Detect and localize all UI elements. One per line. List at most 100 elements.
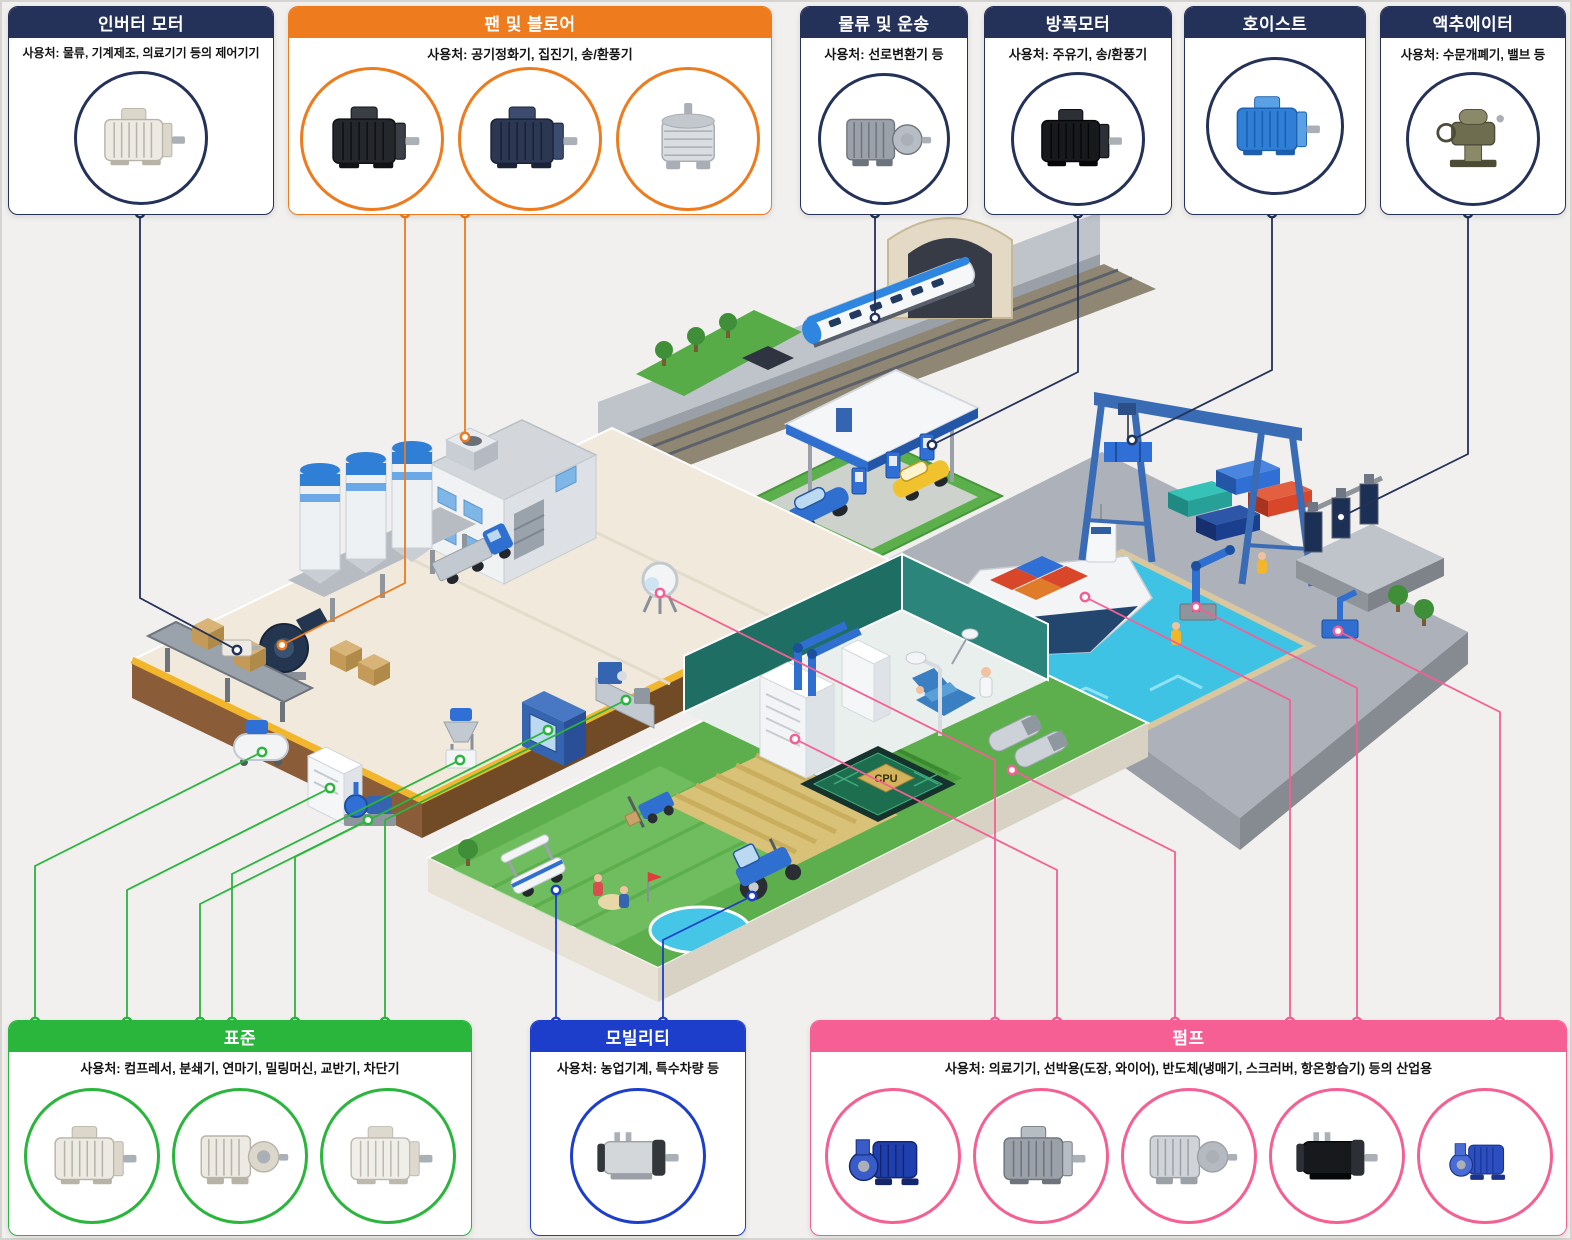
cooling-fan-motor-photo bbox=[616, 66, 760, 211]
panel-standard: 표준 사용처: 컴프레서, 분쇄기, 연마기, 밀링머신, 교반기, 차단기 bbox=[8, 1020, 472, 1236]
blower-motor-black-icon bbox=[317, 99, 427, 177]
golfers bbox=[593, 872, 662, 908]
tree-golf bbox=[458, 839, 478, 866]
actuator-motor-icon bbox=[1422, 102, 1524, 175]
line-standard-6 bbox=[384, 699, 627, 1022]
panel-fan-blower: 팬 및 블로어 사용처: 공기정화기, 집진기, 송/환풍기 bbox=[288, 6, 772, 215]
line-pump-5 bbox=[1195, 606, 1358, 1022]
truck bbox=[432, 523, 513, 585]
line-mobility-2 bbox=[662, 895, 753, 1022]
pump-motor-compact-icon bbox=[1443, 1127, 1526, 1186]
rail-switch-gear-motor-icon bbox=[834, 103, 935, 174]
explosion-proof-motor-photo bbox=[1011, 71, 1145, 206]
dock-workers bbox=[1171, 552, 1267, 645]
pump-motor-alloy-icon bbox=[1137, 1119, 1241, 1193]
panel-mobility-usage: 사용처: 농업기계, 특수차량 등 bbox=[556, 1061, 720, 1076]
train bbox=[802, 256, 976, 348]
panel-fan-blower-usage: 사용처: 공기정화기, 집진기, 송/환풍기 bbox=[427, 47, 633, 62]
panel-logistics-title: 물류 및 운송 bbox=[801, 7, 967, 38]
panel-explosion-proof-motors bbox=[985, 63, 1171, 214]
pump-motor-blue-icon bbox=[841, 1119, 945, 1193]
panel-pump-usage: 사용처: 의료기기, 선박용(도장, 와이어), 반도체(냉매기, 스크러버, … bbox=[944, 1061, 1433, 1076]
trees-port bbox=[1388, 585, 1434, 626]
panel-fan-blower-motors bbox=[289, 63, 771, 214]
pipes-blue bbox=[793, 621, 862, 696]
connector-lines bbox=[34, 213, 1501, 1022]
line-actuator bbox=[1340, 213, 1469, 518]
car-yellow bbox=[892, 460, 950, 501]
vacuum-pumps bbox=[988, 714, 1069, 768]
pump-motor-gray-icon bbox=[989, 1119, 1093, 1193]
panel-mobility: 모빌리티 사용처: 농업기계, 특수차량 등 bbox=[530, 1020, 746, 1236]
panel-inverter: 인버터 모터 사용처: 물류, 기계제조, 의료기기 등의 제어기기 bbox=[8, 6, 274, 215]
line-standard-3 bbox=[199, 819, 369, 1022]
pump-motor-black-icon bbox=[1285, 1119, 1389, 1193]
cpu-board: CPU bbox=[800, 746, 956, 822]
explosion-proof-motor-icon bbox=[1027, 102, 1129, 175]
pump-motor-gray-photo bbox=[972, 1088, 1109, 1224]
water-gates bbox=[1296, 474, 1444, 612]
hoist-motor-photo bbox=[1206, 57, 1344, 195]
rail-switch-gear-motor-photo bbox=[818, 72, 950, 205]
panel-standard-motors bbox=[9, 1077, 471, 1235]
line-standard-5 bbox=[294, 729, 549, 1022]
cooling-fan-motor-icon bbox=[633, 99, 743, 177]
pump-motor-alloy-photo bbox=[1120, 1088, 1257, 1224]
blower-motor-navy-icon bbox=[475, 99, 585, 177]
panel-inverter-motors bbox=[9, 61, 273, 214]
pump-motor-compact-photo bbox=[1416, 1088, 1553, 1224]
panel-pump: 펌프 사용처: 의료기기, 선박용(도장, 와이어), 반도체(냉매기, 스크러… bbox=[810, 1020, 1567, 1236]
line-pump-2 bbox=[794, 738, 1058, 1022]
medical-cabinet bbox=[840, 639, 892, 723]
panel-inverter-usage: 사용처: 물류, 기계제조, 의료기기 등의 제어기기 bbox=[22, 46, 260, 60]
panel-hoist-title: 호이스트 bbox=[1185, 7, 1365, 38]
standard-motor-2-photo bbox=[172, 1088, 308, 1224]
panel-explosion-proof-usage: 사용처: 주유기, 송/환풍기 bbox=[1008, 47, 1148, 62]
panel-actuator: 액추에이터 사용처: 수문개폐기, 밸브 등 bbox=[1380, 6, 1566, 215]
panel-fan-blower-title: 팬 및 블로어 bbox=[289, 7, 771, 38]
mobility-dc-motor-icon bbox=[586, 1119, 690, 1193]
line-pump-6 bbox=[1337, 630, 1501, 1022]
line-standard-1 bbox=[34, 751, 263, 1022]
cpu-chip-label: CPU bbox=[874, 773, 897, 785]
standard-motor-1-icon bbox=[40, 1119, 144, 1193]
line-standard-2 bbox=[126, 787, 331, 1022]
panel-hoist-motors bbox=[1185, 38, 1365, 214]
panel-explosion-proof-title: 방폭모터 bbox=[985, 7, 1171, 38]
pump-machine bbox=[344, 782, 396, 826]
tractor bbox=[732, 838, 802, 901]
cement-silos bbox=[288, 441, 476, 622]
forklift bbox=[624, 791, 675, 828]
panel-actuator-motors bbox=[1381, 63, 1565, 214]
panel-logistics: 물류 및 운송 사용처: 선로변환기 등 bbox=[800, 6, 968, 215]
panel-pump-motors bbox=[811, 1077, 1566, 1235]
standard-motor-3-photo bbox=[320, 1088, 456, 1224]
blower-motor-navy-photo bbox=[458, 66, 602, 211]
hoist-motor-icon bbox=[1222, 89, 1328, 164]
panel-hoist: 호이스트 bbox=[1184, 6, 1366, 215]
panel-standard-usage: 사용처: 컴프레서, 분쇄기, 연마기, 밀링머신, 교반기, 차단기 bbox=[80, 1061, 400, 1076]
panel-actuator-usage: 사용처: 수문개폐기, 밸브 등 bbox=[1400, 48, 1546, 62]
line-fan-1 bbox=[281, 213, 406, 646]
tree-row-rail bbox=[655, 313, 737, 366]
panel-mobility-title: 모빌리티 bbox=[531, 1021, 745, 1052]
pump-motor-black-photo bbox=[1268, 1088, 1405, 1224]
standard-motor-3-icon bbox=[336, 1119, 440, 1193]
standard-motor-2-icon bbox=[188, 1119, 292, 1193]
pump-motor-blue-photo bbox=[824, 1088, 961, 1224]
line-hoist bbox=[1131, 213, 1273, 441]
line-pump-1 bbox=[659, 592, 996, 1022]
line-pump-3 bbox=[1011, 769, 1176, 1022]
panel-mobility-motors bbox=[531, 1077, 745, 1235]
streetlight bbox=[905, 651, 942, 736]
actuator-motor-photo bbox=[1406, 71, 1540, 206]
line-explosion-proof bbox=[931, 213, 1079, 446]
milling-machine bbox=[522, 691, 586, 766]
inverter-motor-icon bbox=[90, 101, 192, 174]
panel-pump-title: 펌프 bbox=[811, 1021, 1566, 1052]
line-pump-4 bbox=[1084, 596, 1291, 1022]
line-standard-4 bbox=[231, 759, 461, 1022]
panel-logistics-usage: 사용처: 선로변환기 등 bbox=[824, 47, 944, 62]
blower-motor-black-photo bbox=[300, 66, 444, 211]
